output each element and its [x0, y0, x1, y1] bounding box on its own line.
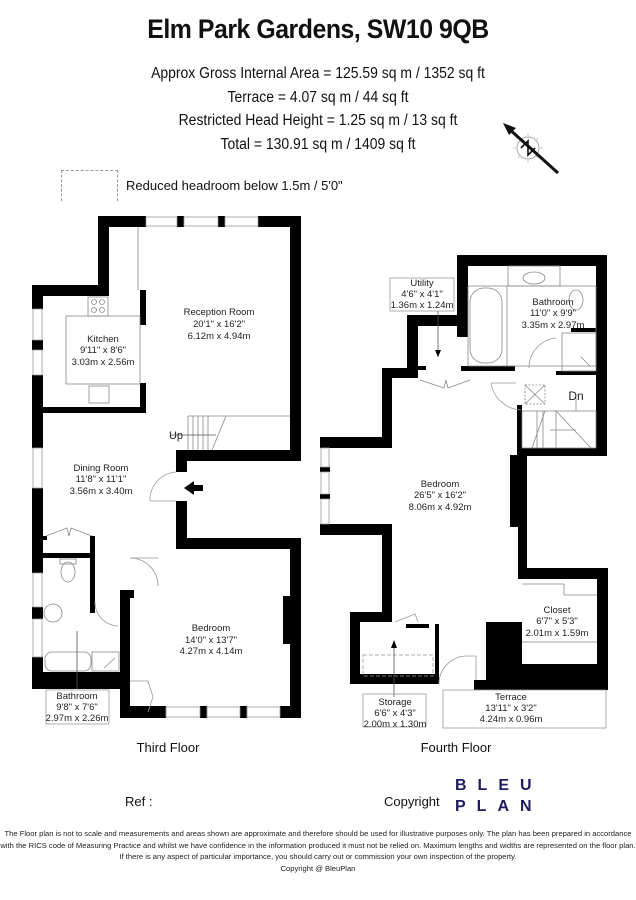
- room-metric: 6.12m x 4.94m: [188, 331, 251, 342]
- room-imperial: 6'7" x 5'3": [536, 616, 578, 627]
- room-metric: 8.06m x 4.92m: [409, 502, 472, 513]
- room-name: Bedroom: [192, 623, 231, 634]
- logo-line-1: BLEU: [455, 777, 543, 794]
- ref-label: Ref :: [125, 794, 153, 809]
- room-imperial: 11'8" x 11'1": [76, 474, 127, 485]
- disclaimer-copyright: Copyright @ BleuPlan: [280, 863, 356, 873]
- room-imperial: 9'8" x 7'6": [56, 702, 98, 713]
- terrace-area: Terrace = 4.07 sq m / 44 sq ft: [227, 88, 409, 106]
- room-name: Storage: [378, 697, 411, 708]
- fourth-floor-plan: Utility 4'6" x 4'1" 1.36m x 1.24m Bathro…: [320, 255, 608, 755]
- room-metric: 4.24m x 0.96m: [480, 714, 543, 725]
- restricted-head-height-area: Restricted Head Height = 1.25 sq m / 13 …: [178, 112, 458, 129]
- room-metric: 3.56m x 3.40m: [70, 486, 133, 497]
- room-name: Bathroom: [56, 691, 97, 702]
- room-metric: 3.03m x 2.56m: [72, 357, 135, 368]
- page-title: Elm Park Gardens, SW10 9QB: [147, 14, 489, 44]
- room-imperial: 9'11" x 8'6": [80, 345, 126, 356]
- disclaimer-line: If there is any aspect of particular imp…: [119, 852, 517, 861]
- entrance-arrow-icon: [184, 481, 203, 495]
- disclaimer: The Floor plan is not to scale and measu…: [0, 828, 636, 874]
- total-area: Total = 130.91 sq m / 1409 sq ft: [220, 135, 416, 153]
- disclaimer-line: with the RICS code of Measuring Practice…: [0, 840, 636, 850]
- room-metric: 2.01m x 1.59m: [526, 628, 589, 639]
- room-name: Bedroom: [421, 479, 460, 490]
- room-metric: 1.36m x 1.24m: [391, 300, 454, 311]
- north-arrow-compass-icon: [503, 123, 560, 175]
- room-name: Closet: [544, 605, 571, 616]
- room-metric: 2.00m x 1.30m: [364, 719, 427, 730]
- copyright-label: Copyright: [384, 794, 440, 809]
- room-metric: 4.27m x 4.14m: [180, 646, 243, 657]
- stair-up-label: Up: [169, 430, 183, 442]
- third-floor-plan: Reception Room 20'1" x 16'2" 6.12m x 4.9…: [32, 216, 301, 755]
- stair-down-label: Dn: [568, 389, 583, 403]
- legend-label: Reduced headroom below 1.5m / 5'0": [126, 178, 343, 193]
- disclaimer-line: The Floor plan is not to scale and measu…: [4, 829, 632, 838]
- room-imperial: 20'1" x 16'2": [193, 319, 245, 330]
- room-imperial: 11'0" x 9'9": [530, 308, 576, 319]
- room-name: Reception Room: [184, 307, 255, 318]
- area-summary: Approx Gross Internal Area = 125.59 sq m…: [32, 62, 604, 156]
- reduced-headroom-swatch: [61, 170, 118, 201]
- room-imperial: 14'0" x 13'7": [185, 635, 237, 646]
- room-imperial: 26'5" x 16'2": [414, 490, 466, 501]
- room-name: Utility: [410, 278, 433, 289]
- gross-internal-area: Approx Gross Internal Area = 125.59 sq m…: [151, 65, 485, 82]
- bleuplan-logo: BLEU PLAN: [455, 775, 543, 817]
- room-imperial: 4'6" x 4'1": [401, 289, 443, 300]
- room-imperial: 6'6" x 4'3": [374, 708, 416, 719]
- floor-name: Third Floor: [137, 740, 201, 755]
- room-name: Bathroom: [532, 297, 573, 308]
- logo-line-2: PLAN: [455, 798, 543, 815]
- room-name: Dining Room: [74, 463, 129, 474]
- room-metric: 2.97m x 2.26m: [46, 713, 109, 724]
- room-imperial: 13'11" x 3'2": [485, 703, 536, 714]
- room-metric: 3.35m x 2.97m: [522, 320, 585, 331]
- room-name: Terrace: [495, 692, 527, 703]
- floor-name: Fourth Floor: [421, 740, 492, 755]
- room-name: Kitchen: [87, 334, 119, 345]
